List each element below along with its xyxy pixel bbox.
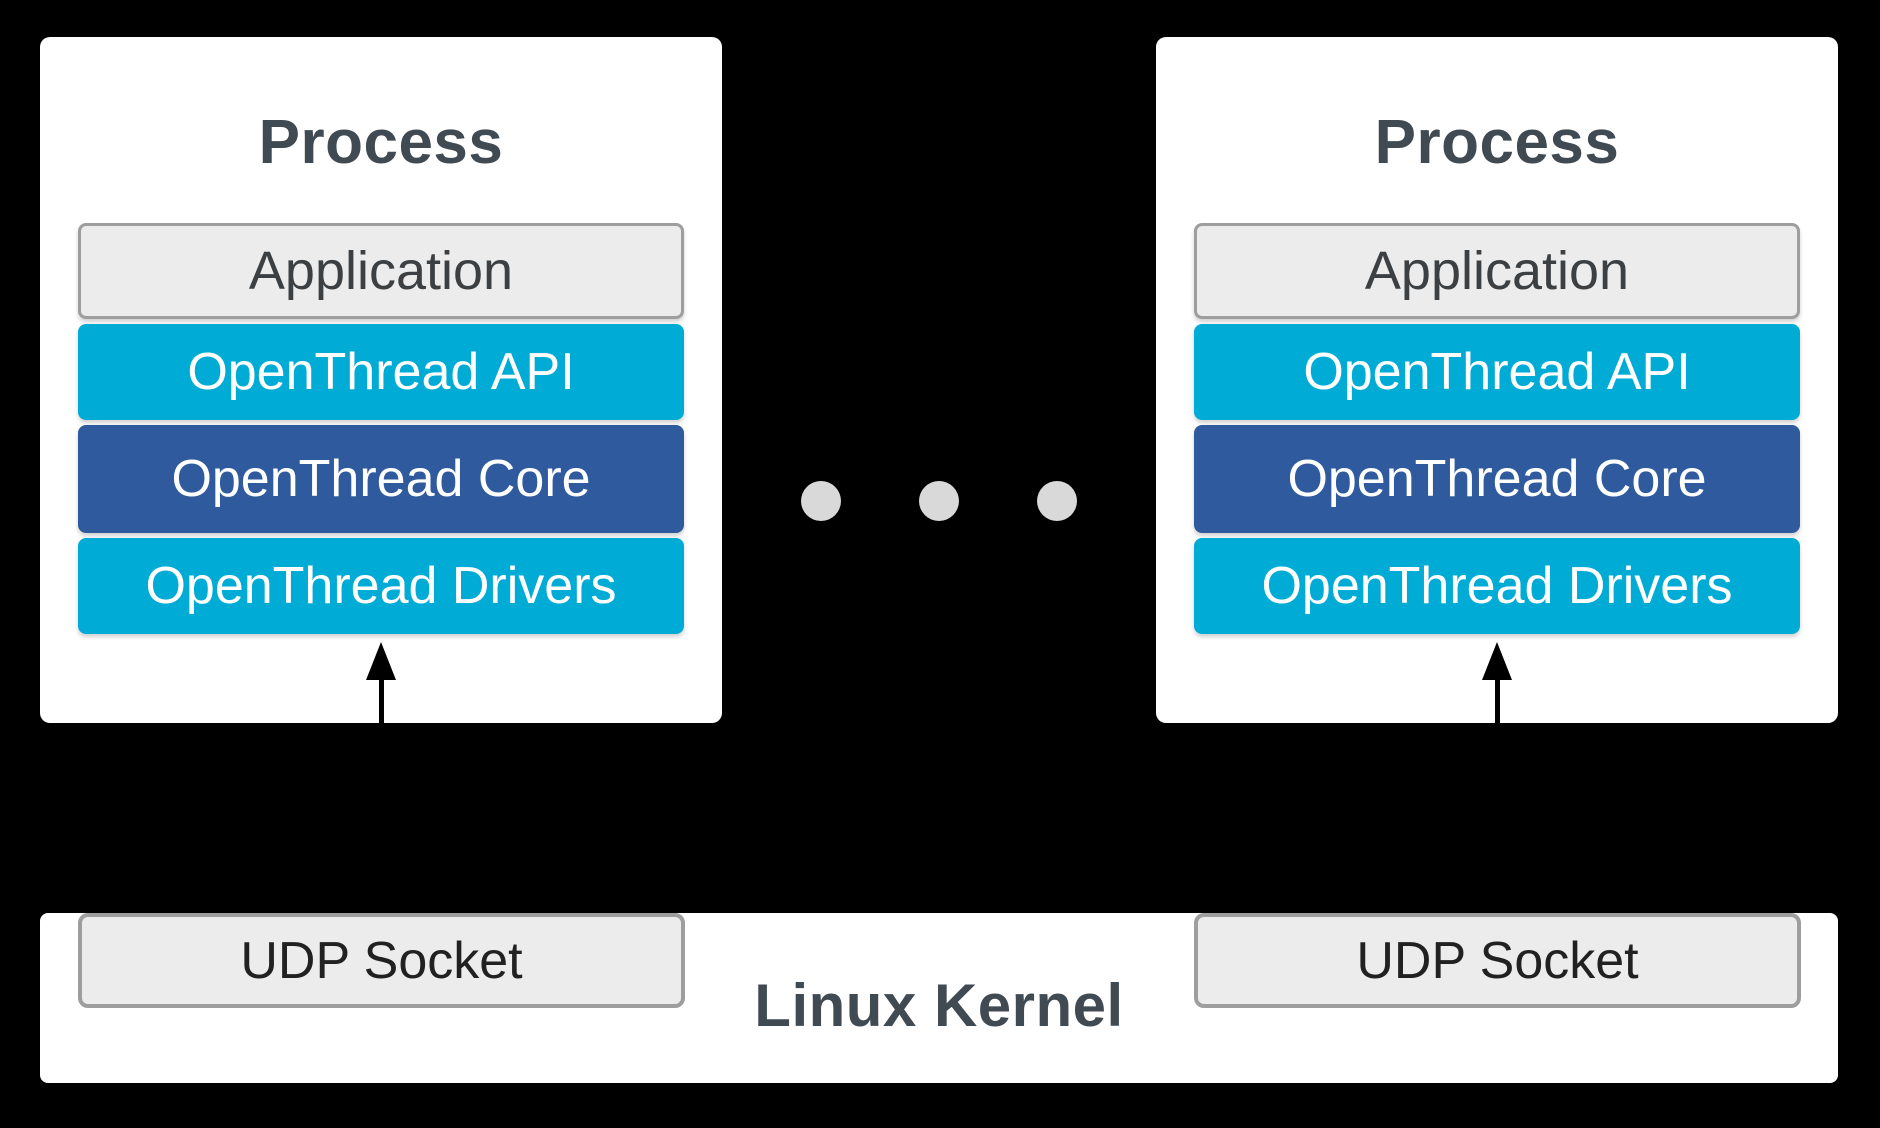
ellipsis-dot	[919, 481, 959, 521]
layer-stack: Application OpenThread API OpenThread Co…	[1194, 223, 1800, 639]
process-title: Process	[258, 108, 504, 177]
layer-openthread-drivers: OpenThread Drivers	[78, 538, 684, 634]
layer-openthread-drivers: OpenThread Drivers	[1194, 538, 1800, 634]
linux-kernel-bar: UDP Socket UDP Socket Linux Kernel	[40, 913, 1838, 1083]
linux-kernel-title: Linux Kernel	[754, 972, 1124, 1039]
layer-application: Application	[78, 223, 684, 319]
ellipsis-dot	[801, 481, 841, 521]
arrow-head	[1482, 642, 1512, 680]
process-card-right: Process Application OpenThread API OpenT…	[1156, 37, 1838, 723]
arrow-stem	[378, 680, 384, 723]
arrow-stem	[1494, 680, 1500, 723]
up-arrow-icon	[1482, 642, 1512, 723]
ellipsis-dot	[1037, 481, 1077, 521]
layer-stack: Application OpenThread API OpenThread Co…	[78, 223, 684, 639]
layer-openthread-core: OpenThread Core	[78, 425, 684, 533]
udp-socket-right: UDP Socket	[1194, 913, 1801, 1008]
layer-openthread-api: OpenThread API	[78, 324, 684, 420]
arrow-head	[366, 642, 396, 680]
udp-socket-left: UDP Socket	[78, 913, 685, 1008]
up-arrow-icon	[366, 642, 396, 723]
layer-openthread-api: OpenThread API	[1194, 324, 1800, 420]
layer-application: Application	[1194, 223, 1800, 319]
process-title: Process	[1374, 108, 1620, 177]
process-card-left: Process Application OpenThread API OpenT…	[40, 37, 722, 723]
ellipsis	[801, 481, 1077, 521]
layer-openthread-core: OpenThread Core	[1194, 425, 1800, 533]
